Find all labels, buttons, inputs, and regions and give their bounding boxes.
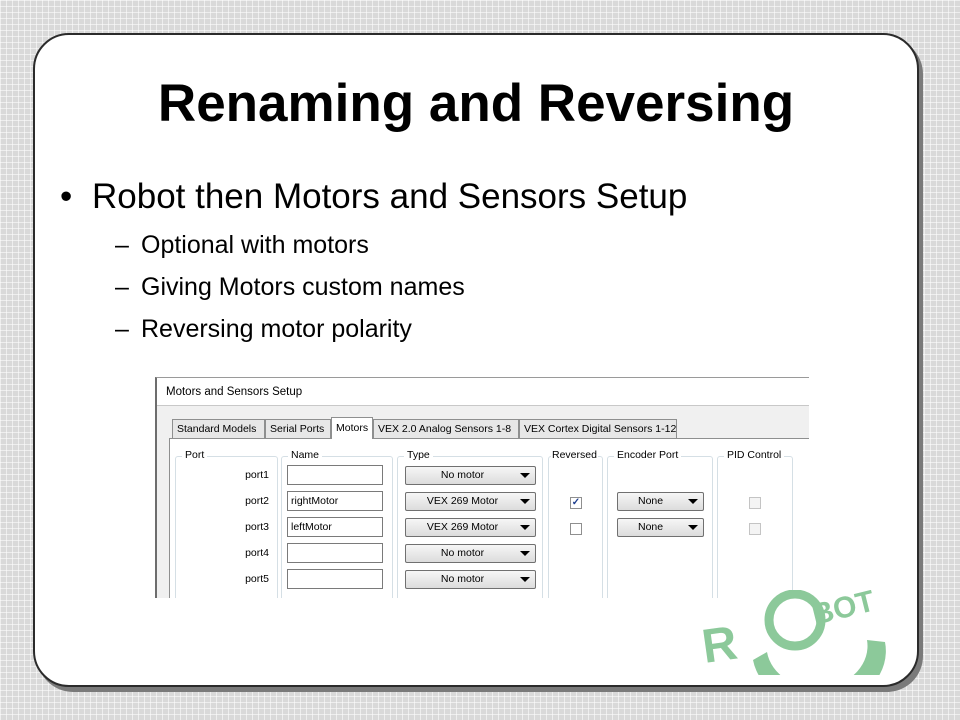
pid-checkbox bbox=[749, 523, 761, 535]
port-label: port3 bbox=[245, 521, 269, 533]
reversed-checkbox[interactable] bbox=[570, 523, 582, 535]
chevron-down-icon bbox=[688, 499, 698, 504]
motors-tab-panel: Port port1 port2 port3 port4 port5 Name … bbox=[169, 438, 809, 598]
chevron-down-icon bbox=[520, 525, 530, 530]
type-group-label: Type bbox=[404, 449, 433, 461]
slide-card: Renaming and Reversing • Robot then Motor… bbox=[33, 33, 919, 687]
bullet-dot: • bbox=[60, 177, 73, 216]
logo-letter-r: R bbox=[699, 617, 741, 674]
motor-type-dropdown[interactable]: No motor bbox=[405, 466, 536, 485]
name-group-label: Name bbox=[288, 449, 323, 461]
port-group-label: Port bbox=[182, 449, 208, 461]
sub-bullet: –Reversing motor polarity bbox=[115, 315, 412, 344]
reversed-group-label: Reversed bbox=[551, 449, 598, 461]
sub-bullet-text: Giving Motors custom names bbox=[141, 273, 465, 301]
motor-type-value: No motor bbox=[440, 547, 485, 559]
motor-name-field[interactable] bbox=[287, 569, 383, 589]
tab-standard-models[interactable]: Standard Models bbox=[172, 419, 265, 438]
motors-sensors-dialog: Motors and Sensors Setup Standard Models… bbox=[155, 377, 809, 598]
motor-type-value: VEX 269 Motor bbox=[426, 521, 499, 533]
motor-type-value: VEX 269 Motor bbox=[426, 495, 499, 507]
tab-serial-ports[interactable]: Serial Ports bbox=[265, 419, 331, 438]
chevron-down-icon bbox=[520, 499, 530, 504]
chevron-down-icon bbox=[520, 551, 530, 556]
chevron-down-icon bbox=[520, 577, 530, 582]
logo-swoosh bbox=[753, 640, 886, 675]
logo-ring bbox=[764, 590, 826, 651]
sub-bullet-dash: – bbox=[115, 231, 129, 259]
reversed-checkbox[interactable]: ✓ bbox=[570, 497, 582, 509]
motor-type-value: No motor bbox=[440, 469, 485, 481]
sub-bullet: –Optional with motors bbox=[115, 231, 369, 260]
robot-logo: R BOT bbox=[699, 590, 886, 675]
main-bullet-text: Robot then Motors and Sensors Setup bbox=[92, 177, 688, 216]
motor-name-field[interactable] bbox=[287, 465, 383, 485]
dialog-titlebar: Motors and Sensors Setup bbox=[157, 378, 809, 406]
encoder-port-dropdown[interactable]: None bbox=[617, 518, 704, 537]
sub-bullet-text: Reversing motor polarity bbox=[141, 315, 412, 343]
motor-type-dropdown[interactable]: No motor bbox=[405, 570, 536, 589]
main-bullet: • Robot then Motors and Sensors Setup bbox=[60, 177, 687, 217]
pid-group: PID Control bbox=[717, 449, 793, 598]
encoder-port-value: None bbox=[638, 495, 664, 507]
slide-title: Renaming and Reversing bbox=[157, 74, 795, 133]
port-label: port1 bbox=[245, 469, 269, 481]
tab-analog-sensors[interactable]: VEX 2.0 Analog Sensors 1-8 bbox=[373, 419, 519, 438]
motor-name-field[interactable] bbox=[287, 517, 383, 537]
logo-letters-bot: BOT bbox=[809, 590, 878, 632]
sub-bullet-text: Optional with motors bbox=[141, 231, 369, 259]
encoder-port-value: None bbox=[638, 521, 664, 533]
encoder-group: Encoder Port None None bbox=[607, 449, 713, 598]
sub-bullet-dash: – bbox=[115, 315, 129, 343]
port-label: port2 bbox=[245, 495, 269, 507]
motor-type-dropdown[interactable]: No motor bbox=[405, 544, 536, 563]
encoder-port-dropdown[interactable]: None bbox=[617, 492, 704, 511]
pid-group-label: PID Control bbox=[724, 449, 785, 461]
chevron-down-icon bbox=[520, 473, 530, 478]
reversed-group: Reversed ✓ bbox=[548, 449, 603, 598]
port-label: port5 bbox=[245, 573, 269, 585]
port-label: port4 bbox=[245, 547, 269, 559]
motor-type-dropdown[interactable]: VEX 269 Motor bbox=[405, 492, 536, 511]
sub-bullet-dash: – bbox=[115, 273, 129, 301]
motor-type-value: No motor bbox=[440, 573, 485, 585]
motor-name-field[interactable] bbox=[287, 543, 383, 563]
type-group: Type No motor VEX 269 Motor VEX 269 Moto… bbox=[397, 449, 543, 598]
sub-bullet: –Giving Motors custom names bbox=[115, 273, 465, 302]
tab-motors[interactable]: Motors bbox=[331, 417, 373, 439]
encoder-group-label: Encoder Port bbox=[614, 449, 682, 461]
pid-checkbox bbox=[749, 497, 761, 509]
chevron-down-icon bbox=[688, 525, 698, 530]
motor-name-field[interactable] bbox=[287, 491, 383, 511]
motor-type-dropdown[interactable]: VEX 269 Motor bbox=[405, 518, 536, 537]
tab-digital-sensors[interactable]: VEX Cortex Digital Sensors 1-12 bbox=[519, 419, 677, 438]
name-group: Name bbox=[281, 449, 393, 598]
port-group: Port port1 port2 port3 port4 port5 bbox=[175, 449, 278, 598]
